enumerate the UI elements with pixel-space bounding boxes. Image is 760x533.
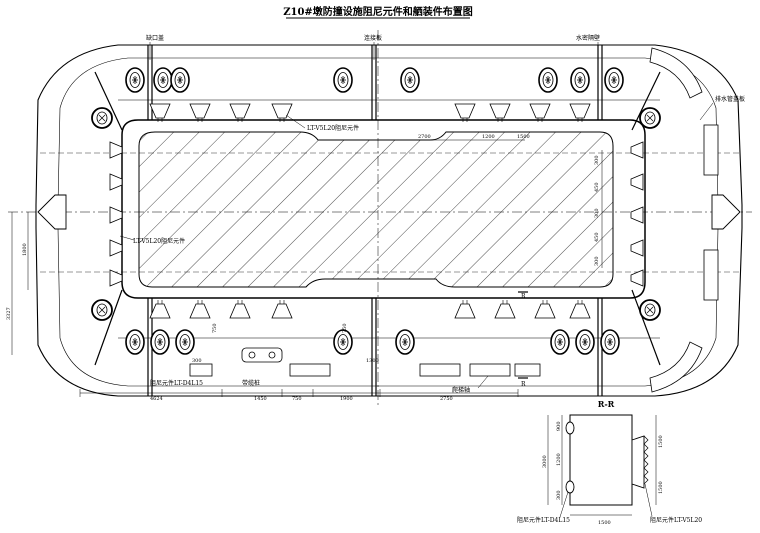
fender-outline xyxy=(57,57,719,387)
section-dim: 1500 xyxy=(598,520,611,526)
section-dim: 1500 xyxy=(658,435,664,448)
drawing-title: Z10#墩防撞设施阻尼元件和舾装件布置图 xyxy=(283,5,473,18)
dim-bottom: 4624 xyxy=(150,396,163,402)
dim-ticks xyxy=(79,389,519,397)
section-dim: 1200 xyxy=(556,453,562,466)
pier-hatch xyxy=(138,131,614,288)
left-nose xyxy=(37,194,67,230)
section-label-right: 阻尼元件LT-V5L20 xyxy=(650,516,702,524)
dim-right: 450 xyxy=(594,232,600,242)
leader xyxy=(477,375,489,389)
label-watertight-bulkhead: 水密隔壁 xyxy=(576,34,600,42)
dim-right: 300 xyxy=(594,208,600,218)
section-fender-teeth xyxy=(643,435,649,485)
dim-top: 1200 xyxy=(482,134,495,140)
section-body xyxy=(569,414,633,506)
leader xyxy=(119,235,135,241)
section-fender xyxy=(631,435,645,489)
section-label-left: 阻尼元件LT-D4L15 xyxy=(517,516,570,524)
label-left-damper: LT-V5L20阻尼元件 xyxy=(133,237,185,245)
label-bottom-damper: 阻尼元件LT-D4L15 xyxy=(150,379,203,387)
right-nose xyxy=(711,194,741,230)
dim-inner: 750 xyxy=(212,323,218,333)
section-marker-top: R xyxy=(521,293,526,300)
label-notch-cover: 缺口盖 xyxy=(146,34,164,42)
leader xyxy=(285,114,306,129)
leader xyxy=(699,102,714,121)
section-dim: 900 xyxy=(556,421,562,431)
drain-plates xyxy=(649,47,719,393)
section-dim: 3000 xyxy=(542,455,548,468)
dim-inner: 300 xyxy=(192,358,202,364)
deck-fittings xyxy=(189,347,541,377)
section-dim: 300 xyxy=(556,490,562,500)
label-bollard: 带缆桩 xyxy=(242,379,260,387)
section-title: R-R xyxy=(598,399,615,409)
section-rr: R-R 900 3000 1200 300 1500 1500 1500 阻尼元… xyxy=(517,399,702,526)
label-ladder: 爬梯轴 xyxy=(452,386,470,394)
label-drain-cover: 排水管盖板 xyxy=(715,95,745,103)
dim-left: 3327 xyxy=(6,307,12,320)
dim-bottom: 1450 xyxy=(254,396,267,402)
dim-left: 1800 xyxy=(22,243,28,256)
dim-inner: 750 xyxy=(342,323,348,333)
dim-bottom: 750 xyxy=(292,396,302,402)
section-marker-bottom: R xyxy=(521,381,526,388)
dim-top: 2700 xyxy=(418,134,431,140)
section-dim: 1500 xyxy=(658,481,664,494)
dim-right: 450 xyxy=(594,182,600,192)
dim-bottom: 1900 xyxy=(340,396,353,402)
dim-right: 300 xyxy=(594,256,600,266)
label-top-damper: LT-V5L20阻尼元件 xyxy=(307,124,359,132)
dim-top: 1500 xyxy=(517,134,530,140)
label-connection-plate: 连接板 xyxy=(364,34,382,42)
dim-inner: 1300 xyxy=(366,358,379,364)
dim-bottom: 2750 xyxy=(440,396,453,402)
dim-right: 300 xyxy=(594,155,600,165)
